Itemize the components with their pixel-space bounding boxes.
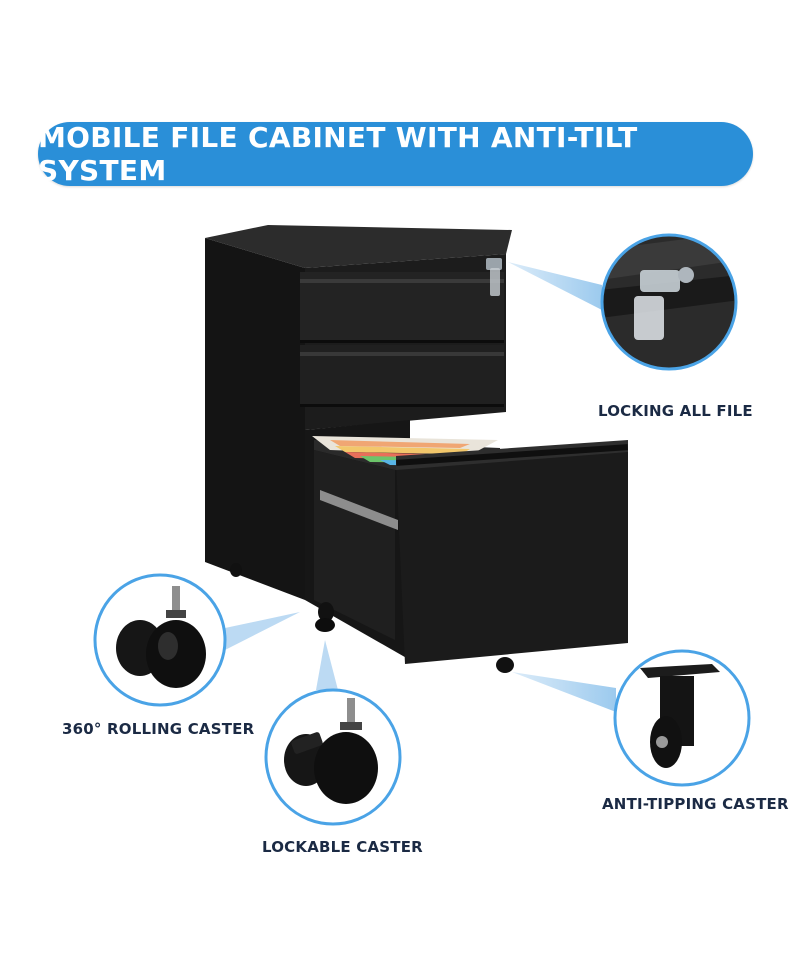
anti-tipping-caster-callout [613, 649, 751, 787]
label-rolling-caster: 360° ROLLING CASTER [62, 720, 255, 738]
title-banner: MOBILE FILE CABINET WITH ANTI-TILT SYSTE… [38, 121, 753, 187]
file-cabinet [205, 225, 628, 673]
pointer-anti [512, 672, 616, 712]
label-lockable-caster: LOCKABLE CASTER [262, 838, 423, 856]
pointer-lockable [316, 640, 338, 690]
label-locking: LOCKING ALL FILE [598, 402, 753, 420]
pointer-locking [508, 262, 602, 310]
lock-callout [600, 233, 738, 371]
lockable-caster-callout [264, 688, 402, 826]
pointer-rolling [225, 612, 300, 650]
rolling-caster-callout [93, 573, 227, 707]
label-anti-tipping-caster: ANTI-TIPPING CASTER [602, 795, 789, 813]
